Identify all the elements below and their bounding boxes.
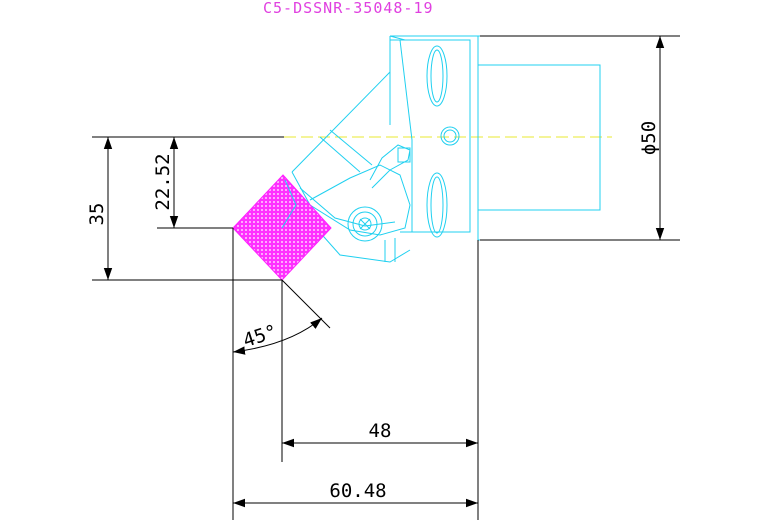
dim-text-angle-45: 45°	[240, 321, 279, 353]
cutting-insert	[232, 174, 332, 281]
drawing-title: C5-DSSNR-35048-19	[263, 0, 434, 17]
tool-holder	[291, 35, 680, 263]
dim-text-35: 35	[86, 203, 108, 226]
dim-text-22-52: 22.52	[152, 153, 174, 210]
dimension-lines	[103, 36, 665, 508]
dim-text-diameter-50: ϕ50	[638, 121, 660, 155]
dim-arc-45	[232, 317, 323, 355]
extension-lines	[92, 35, 680, 520]
dim-text-60-48: 60.48	[329, 480, 386, 502]
dim-text-48: 48	[369, 420, 392, 442]
